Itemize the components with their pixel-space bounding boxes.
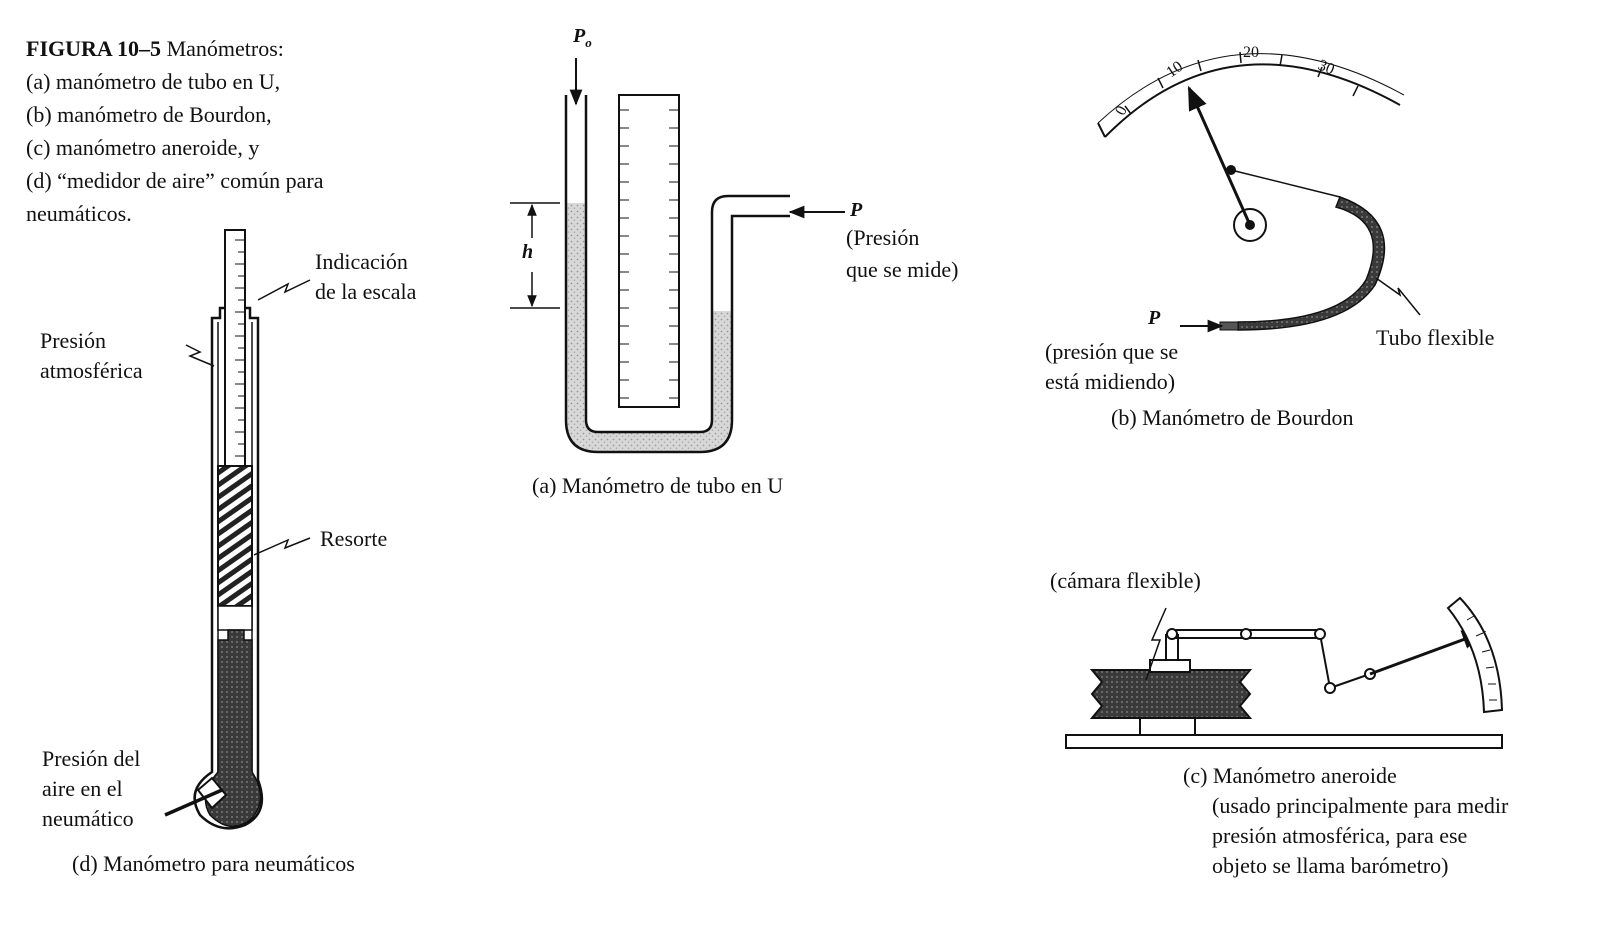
bourdon-pointer <box>1187 85 1252 226</box>
caption-c-3: presión atmosférica, para ese <box>1212 823 1468 848</box>
tire-gauge-spring <box>217 465 253 607</box>
caption-a: (a) Manómetro de tubo en U <box>532 473 784 498</box>
h-dimension <box>510 202 560 309</box>
caption-c-1: (c) Manómetro aneroide <box>1183 763 1397 788</box>
aneroid-bellows <box>1089 659 1253 735</box>
caption-c-2: (usado principalmente para medir <box>1212 793 1509 818</box>
aneroid-scale <box>1446 596 1504 714</box>
u-tube-liquid <box>566 203 732 452</box>
figure-title: Manómetros: <box>166 36 284 61</box>
bourdon-flexible-tube <box>1237 196 1386 331</box>
bourdon-p-desc-1: (presión que se <box>1045 339 1179 364</box>
caption-line-d2: neumáticos. <box>26 201 132 226</box>
chamber-leader <box>1145 607 1167 681</box>
bourdon-pivot <box>1233 208 1267 242</box>
tube-leader <box>1375 277 1421 316</box>
scale-indication-label-2: de la escala <box>315 279 417 304</box>
u-tube-manometer <box>510 58 845 454</box>
atm-leader <box>185 344 215 367</box>
caption-c-4: objeto se llama barómetro) <box>1212 853 1449 878</box>
bourdon-p-desc-2: está midiendo) <box>1045 369 1176 394</box>
chamber-label: (cámara flexible) <box>1050 568 1201 593</box>
aneroid-pointer <box>1369 630 1487 676</box>
aneroid-base <box>1065 734 1503 749</box>
dial-label-20: 20 <box>1243 44 1259 61</box>
u-tube-scale <box>618 94 680 408</box>
aneroid-gauge <box>1065 596 1504 749</box>
figure-caption: FIGURA 10–5 Manómetros: (a) manómetro de… <box>26 32 323 230</box>
p-desc-2: que se mide) <box>846 257 959 282</box>
u-tube-scale-ticks <box>619 109 679 399</box>
bourdon-gauge <box>1097 51 1421 333</box>
p-desc-1: (Presión <box>846 225 920 250</box>
scale-indication-label-1: Indicación <box>315 249 408 274</box>
caption-line-c: (c) manómetro aneroide, y <box>26 135 260 160</box>
air-label-1: Presión del <box>42 746 141 771</box>
air-label-3: neumático <box>42 806 134 831</box>
caption-b: (b) Manómetro de Bourdon <box>1111 405 1354 430</box>
tube-flexible-label: Tubo flexible <box>1376 325 1495 350</box>
p-label: P <box>850 199 863 221</box>
scale-indication-leader <box>257 279 311 301</box>
bourdon-p-label: P <box>1148 307 1161 329</box>
caption-d: (d) Manómetro para neumáticos <box>72 851 355 876</box>
spring-label: Resorte <box>320 526 388 551</box>
air-arrow <box>164 788 223 817</box>
atm-label-2: atmosférica <box>40 358 143 383</box>
figure-number: FIGURA 10–5 <box>26 36 162 61</box>
caption-line-a: (a) manómetro de tubo en U, <box>26 69 281 94</box>
tire-gauge-scale-ticks <box>235 239 245 457</box>
h-label: h <box>522 241 534 263</box>
spring-leader <box>253 537 311 556</box>
caption-line-d: (d) “medidor de aire” común para <box>26 168 324 193</box>
p0-label: Po <box>573 25 592 50</box>
tire-gauge <box>164 229 311 830</box>
atm-label-1: Presión <box>40 328 106 353</box>
bourdon-dial-arc <box>1104 63 1401 138</box>
bourdon-dial-ticks <box>1124 51 1359 115</box>
air-label-2: aire en el <box>42 776 123 801</box>
caption-line-b: (b) manómetro de Bourdon, <box>26 102 272 127</box>
